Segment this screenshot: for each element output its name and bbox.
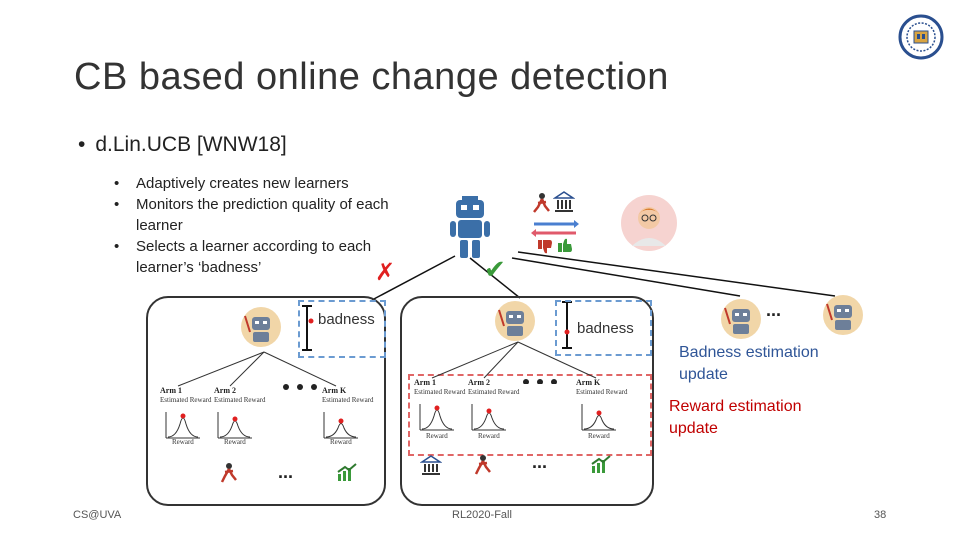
sub-bullet-text: Adaptively creates new learners (136, 175, 349, 192)
arm-label: Arm 1 (160, 386, 182, 395)
confidence-interval-left (302, 305, 314, 351)
reward-axis-label: Reward (588, 432, 610, 440)
tree-lines-middle (431, 341, 597, 384)
reward-axis-label: Reward (172, 438, 194, 446)
check-icon: ✔ (484, 254, 506, 284)
arm-label: Arm K (322, 386, 347, 395)
badness-label-middle: badness (577, 320, 634, 337)
confidence-interval-middle (562, 301, 572, 349)
estimated-reward-label: Estimated Reward (468, 388, 520, 396)
sub-bullet-list: •Adaptively creates new learners •Monito… (110, 173, 400, 278)
badness-box-left (298, 300, 386, 358)
reward-axis-label: Reward (330, 438, 352, 446)
badness-update-label: Badness estimation update (679, 344, 819, 383)
reward-distributions-left (165, 412, 358, 439)
page-number: 38 (874, 509, 887, 521)
reward-distributions-middle (419, 404, 616, 431)
sub-bullet-item: •Adaptively creates new learners (114, 175, 349, 192)
cross-icon: ✗ (375, 259, 396, 286)
robot-icon (450, 196, 490, 258)
footer-center: RL2020-Fall (452, 509, 512, 521)
main-bullet-text: d.Lin.UCB [WNW18] (95, 133, 287, 156)
main-bullet: •d.Lin.UCB [WNW18] (78, 133, 287, 156)
estimated-reward-label: Estimated Reward (414, 388, 466, 396)
football-player-icon (533, 193, 550, 213)
slide-title: CB based online change detection (74, 56, 669, 98)
ellipsis-left: ... (278, 462, 294, 482)
football-player-icon (220, 463, 237, 483)
bank-icon (420, 455, 442, 475)
badness-label-left: badness (318, 311, 375, 328)
arm-label: Arm K (576, 378, 601, 387)
learner-panel-middle (400, 296, 654, 506)
estimated-reward-label: Estimated Reward (576, 388, 628, 396)
sub-bullet-text: Selects a learner according to each lear… (136, 238, 372, 276)
user-avatar-icon (621, 195, 677, 251)
seal-icon (898, 14, 944, 60)
arm-label: Arm 2 (468, 378, 490, 387)
reward-update-label: Reward estimation update (669, 398, 802, 437)
arm-label: Arm 1 (414, 378, 436, 387)
growth-chart-icon (591, 455, 611, 473)
thumbs-down-icon (538, 240, 552, 254)
bank-icon (553, 191, 575, 212)
thumbs-up-icon (558, 238, 572, 252)
tree-lines-left (177, 351, 337, 390)
learner-panel-left (146, 296, 386, 506)
growth-chart-icon (337, 463, 357, 481)
ellipsis-right: ... (766, 300, 782, 320)
sub-bullet-item: •Monitors the prediction quality of each… (114, 196, 389, 234)
exchange-arrows-icon (531, 220, 579, 237)
football-player-icon (474, 455, 491, 475)
sub-bullet-text: Monitors the prediction quality of each … (136, 196, 389, 234)
arm-label: Arm 2 (214, 386, 236, 395)
learner-robot-icon (823, 295, 863, 335)
estimated-reward-label: Estimated Reward (160, 396, 212, 404)
reward-axis-label: Reward (426, 432, 448, 440)
footer-left: CS@UVA (73, 509, 122, 521)
badness-box-middle (555, 300, 652, 356)
learner-robot-icon (241, 307, 281, 347)
reward-box-middle (408, 374, 652, 456)
ellipsis-middle: ... (532, 452, 548, 472)
sub-bullet-item: •Selects a learner according to each lea… (114, 238, 372, 276)
estimated-reward-label: Estimated Reward (322, 396, 374, 404)
estimated-reward-label: Estimated Reward (214, 396, 266, 404)
learner-robot-icon (721, 299, 761, 339)
reward-axis-label: Reward (478, 432, 500, 440)
learner-robot-icon (495, 301, 535, 341)
reward-axis-label: Reward (224, 438, 246, 446)
